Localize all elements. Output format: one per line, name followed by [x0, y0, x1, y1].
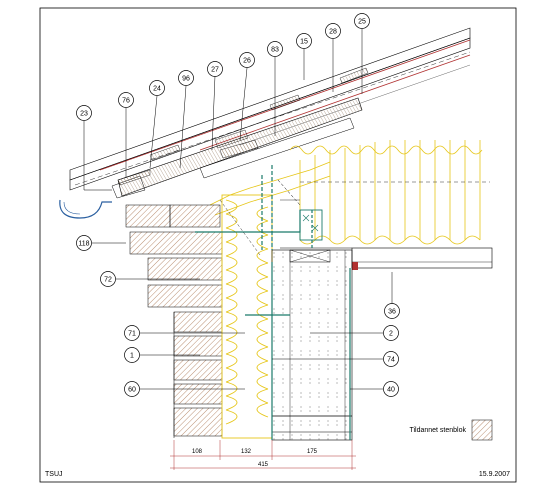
callout-circle: [383, 381, 399, 397]
dimension-175: 175: [307, 449, 318, 455]
callout-label: 60: [128, 387, 136, 394]
callout-circle: [118, 92, 134, 108]
callout-circle: [383, 351, 399, 367]
callout-1: 1: [124, 347, 140, 363]
roof-assembly: [69, 27, 471, 199]
gutter: [59, 199, 112, 219]
callout-label: 72: [104, 277, 112, 284]
callout-15: 15: [296, 33, 312, 49]
callout-118: 118: [76, 235, 92, 251]
roof-board: [199, 117, 355, 179]
callout-label: 23: [80, 111, 88, 118]
callout-label: 15: [300, 39, 308, 46]
callout-label: 83: [271, 47, 279, 54]
callout-circle: [124, 347, 140, 363]
callout-circle: [207, 61, 223, 77]
callout-40: 40: [383, 381, 399, 397]
callout-label: 96: [182, 76, 190, 83]
callout-circle: [267, 41, 283, 57]
callout-76: 76: [118, 92, 134, 108]
callout-circle: [239, 52, 255, 68]
callout-label: 40: [387, 387, 395, 394]
dimension-132: 132: [241, 449, 252, 455]
callout-label: 36: [388, 309, 396, 316]
callout-label: 2: [389, 331, 393, 338]
joint-block: [299, 209, 323, 241]
callout-96: 96: [178, 70, 194, 86]
callout-circle: [76, 105, 92, 121]
callout-72: 72: [100, 271, 116, 287]
leader-lines: [83, 29, 393, 390]
roof-batten-layer: [69, 37, 471, 191]
drawing-date: 15.9.2007: [479, 471, 510, 478]
callout-71: 71: [124, 325, 140, 341]
callout-label: 71: [128, 331, 136, 338]
callout-label: 118: [78, 241, 89, 248]
callout-circle: [325, 23, 341, 39]
brick-wall: [125, 204, 223, 438]
callout-25: 25: [354, 13, 370, 29]
callout-28: 28: [325, 23, 341, 39]
callout-label: 27: [211, 67, 219, 74]
callout-label: 74: [387, 357, 395, 364]
dimension-lines: [170, 440, 356, 470]
callout-circle: [178, 70, 194, 86]
callout-23: 23: [76, 105, 92, 121]
callout-label: 26: [243, 58, 251, 65]
callout-83: 83: [267, 41, 283, 57]
callout-circle: [384, 303, 400, 319]
callout-circle: [124, 325, 140, 341]
callout-circle: [124, 381, 140, 397]
callout-60: 60: [124, 381, 140, 397]
callout-27: 27: [207, 61, 223, 77]
callout-circle: [354, 13, 370, 29]
dimension-total: 415: [258, 462, 269, 468]
callout-74: 74: [383, 351, 399, 367]
legend-label: Tildannet stenblok: [409, 427, 466, 434]
callout-circle: [76, 235, 92, 251]
callout-26: 26: [239, 52, 255, 68]
timber-wall: [271, 249, 353, 441]
callout-label: 24: [153, 86, 161, 93]
author-initials: TSUJ: [45, 471, 63, 478]
callout-label: 28: [329, 29, 337, 36]
callout-36: 36: [384, 303, 400, 319]
callout-circle: [296, 33, 312, 49]
callout-24: 24: [149, 80, 165, 96]
callout-circle: [383, 325, 399, 341]
callouts: 23 76 24 96 27 26 83 15 28 25 118 72 36 71 2 1 74 60 40: [76, 13, 400, 397]
callout-label: 25: [358, 19, 366, 26]
callout-label: 1: [130, 353, 134, 360]
callout-2: 2: [383, 325, 399, 341]
callout-label: 76: [122, 98, 130, 105]
dimension-108: 108: [192, 449, 203, 455]
legend-swatch: [471, 419, 493, 441]
callout-circle: [149, 80, 165, 96]
callout-circle: [100, 271, 116, 287]
